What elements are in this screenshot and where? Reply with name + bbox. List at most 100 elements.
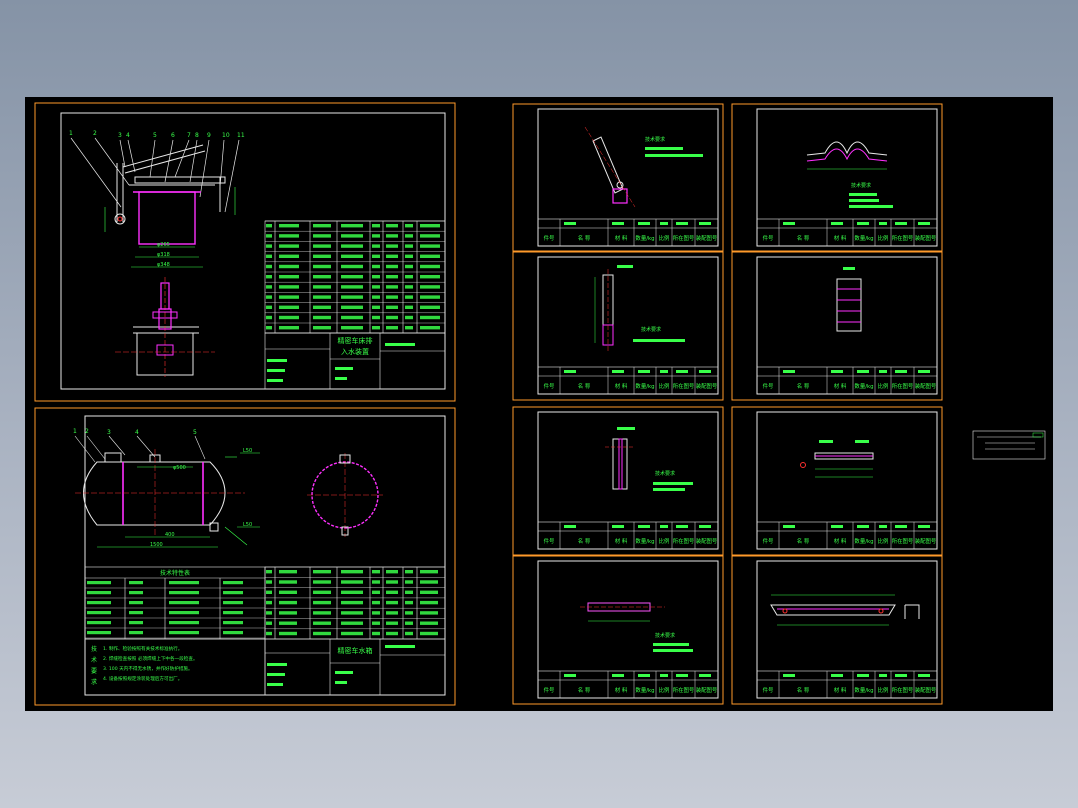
cad-drawing: 1 2 3 4 5 6 7 8 9 10 11 <box>34 102 1046 706</box>
title-row-label: 比例 <box>878 537 889 545</box>
title-row-label: 材 料 <box>834 382 847 390</box>
dimension-label: φ500 <box>173 465 186 471</box>
sheet-2-frame <box>34 407 456 706</box>
item-number: 11 <box>237 132 245 139</box>
detail-title-block: 件号 名 称 材 料数量/kg 比例所在图号装配图号 <box>756 218 938 247</box>
detail-sheet-b2-frame <box>731 251 943 401</box>
notes-label: 术 <box>91 656 97 664</box>
title-row-label: 名 称 <box>578 537 591 545</box>
svg-text:技术要求: 技术要求 <box>655 470 675 477</box>
title-row-label: 名 称 <box>578 234 591 242</box>
detail-b1-part: 技术要求 <box>806 141 893 208</box>
dimension-label: L50 <box>243 522 252 528</box>
detail-a1-part: 技术要求 <box>584 126 703 208</box>
dimension-label: L50 <box>243 448 252 454</box>
dimension-label: 400 <box>165 532 175 538</box>
note-line: 1. 制作、检验按照有关技术标准执行。 <box>103 645 182 652</box>
note-line: 4. 设备按照规定涂装处理后方可出厂。 <box>103 675 182 682</box>
detail-a2-part: 技术要求 <box>594 265 685 353</box>
notes-heading: 技术要求 <box>645 136 665 143</box>
title-row-label: 所在图号 <box>673 537 695 545</box>
title-row-label: 数量/kg <box>635 382 654 390</box>
detail-a4-part: 技术要求 <box>580 602 693 652</box>
title-row-label: 件号 <box>544 234 555 242</box>
title-row-label: 比例 <box>659 686 670 694</box>
detail-sheet-a4-frame <box>512 555 724 705</box>
item-number: 5 <box>193 429 197 436</box>
item-number: 3 <box>118 132 122 139</box>
title-row-label: 件号 <box>763 537 774 545</box>
note-line: 3. 100 天内不得无水锈，并作好防护措施。 <box>103 665 193 672</box>
title-row-label: 所在图号 <box>892 686 914 694</box>
sheet-2-drawing: 1 2 3 4 5 <box>73 428 446 696</box>
title-row-label: 装配图号 <box>915 686 937 694</box>
detail-b2-part <box>836 267 862 332</box>
title-row-label: 件号 <box>763 234 774 242</box>
detail-sheet-b1-frame <box>731 103 943 252</box>
title-row-label: 材 料 <box>615 382 628 390</box>
title-row-label: 所在图号 <box>673 234 695 242</box>
title-row-label: 件号 <box>763 686 774 694</box>
title-row-label: 件号 <box>544 537 555 545</box>
detail-sheet-b3-frame <box>731 406 943 556</box>
item-number: 4 <box>126 132 130 139</box>
detail-sheet-a2-frame <box>512 251 724 401</box>
item-number: 1 <box>69 130 73 137</box>
item-number: 1 <box>73 428 77 435</box>
sheet-1-frame <box>34 102 456 402</box>
svg-text:技术要求: 技术要求 <box>851 182 871 189</box>
cad-drawing-canvas[interactable]: 1 2 3 4 5 6 7 8 9 10 11 <box>25 97 1053 711</box>
item-number: 7 <box>187 132 191 139</box>
svg-text:技术要求: 技术要求 <box>655 632 675 639</box>
title-row-label: 名 称 <box>797 234 810 242</box>
detail-sheet-a1-frame <box>512 103 724 252</box>
item-number: 4 <box>135 429 139 436</box>
title-row-label: 材 料 <box>615 686 628 694</box>
title-row-label: 装配图号 <box>696 537 718 545</box>
dimension-label: φ265 <box>157 242 170 248</box>
title-row-label: 名 称 <box>578 686 591 694</box>
title-block-title: 精密车床排 <box>338 336 373 345</box>
title-row-label: 件号 <box>763 382 774 390</box>
title-row-label: 名 称 <box>578 382 591 390</box>
title-row-label: 材 料 <box>834 686 847 694</box>
title-row-label: 装配图号 <box>915 234 937 242</box>
title-row-label: 件号 <box>544 686 555 694</box>
title-row-label: 名 称 <box>797 537 810 545</box>
title-row-label: 数量/kg <box>854 537 873 545</box>
title-row-label: 比例 <box>659 382 670 390</box>
sheet-1-drawing: 1 2 3 4 5 6 7 8 9 10 11 <box>69 130 446 390</box>
item-number: 9 <box>207 132 211 139</box>
dimension-label: 1500 <box>150 542 163 548</box>
title-row-label: 所在图号 <box>892 234 914 242</box>
item-number: 3 <box>107 429 111 436</box>
dimension-label: φ348 <box>157 262 170 268</box>
title-row-label: 名 称 <box>797 686 810 694</box>
title-row-label: 数量/kg <box>635 537 654 545</box>
title-row-label: 材 料 <box>834 234 847 242</box>
detail-sheet-b4-frame <box>731 555 943 705</box>
title-row-label: 材 料 <box>615 537 628 545</box>
title-row-label: 数量/kg <box>635 686 654 694</box>
floating-toolbar[interactable] <box>972 430 1046 460</box>
notes-label: 求 <box>91 678 97 686</box>
title-row-label: 数量/kg <box>854 686 873 694</box>
title-row-label: 装配图号 <box>915 382 937 390</box>
item-number: 5 <box>153 132 157 139</box>
item-number: 2 <box>93 130 97 137</box>
dimension-label: φ318 <box>157 252 170 258</box>
note-line: 2. 焊缝检查按照 必须焊缝上下中各一段检查。 <box>103 655 198 662</box>
svg-text:技术要求: 技术要求 <box>641 326 661 333</box>
title-row-label: 比例 <box>659 234 670 242</box>
notes-label: 要 <box>91 668 97 675</box>
title-block-title: 精密车水箱 <box>338 646 373 655</box>
title-row-label: 比例 <box>878 234 889 242</box>
notes-label: 技 <box>91 645 97 653</box>
title-row-label: 数量/kg <box>854 234 873 242</box>
